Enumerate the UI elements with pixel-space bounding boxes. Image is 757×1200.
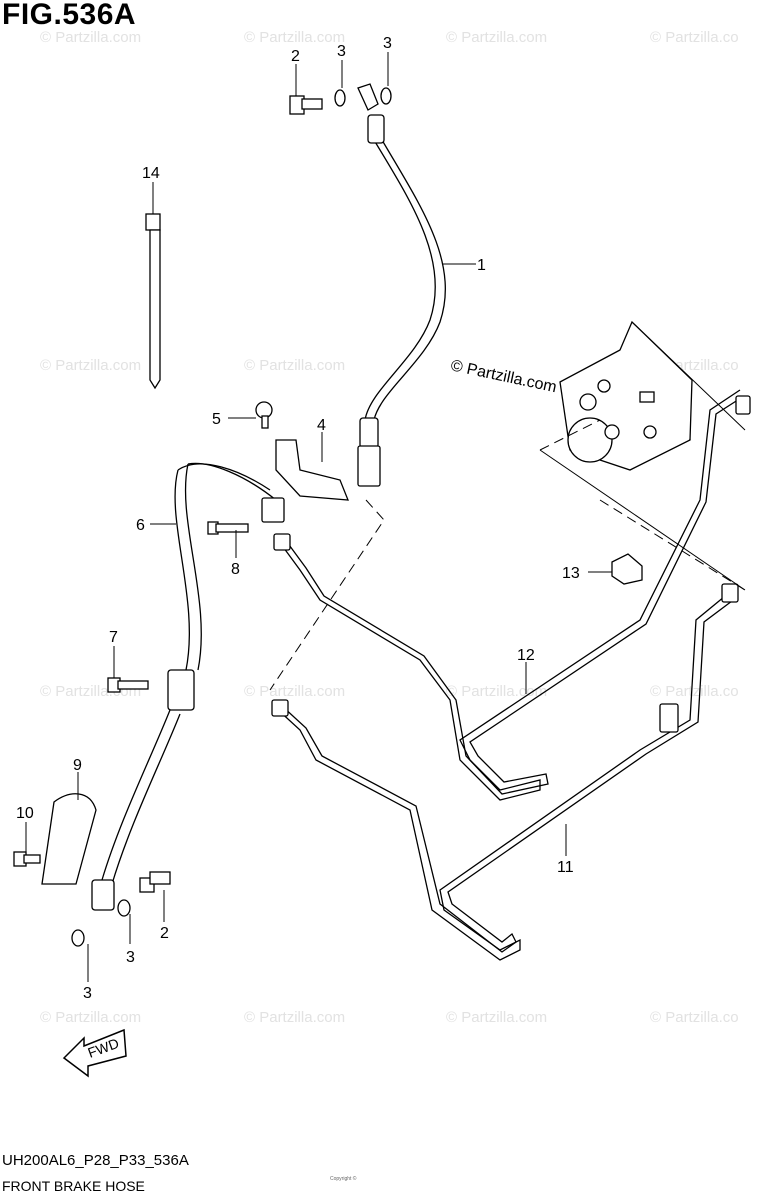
callout-3: 3 (126, 949, 135, 966)
forward-direction-arrow: FWD (62, 1028, 127, 1078)
watermark-text: © Partzilla.com (446, 683, 547, 700)
callout-2: 2 (160, 925, 169, 942)
figure-title: FIG.536A (2, 0, 137, 31)
callout-12: 12 (517, 647, 535, 664)
callout-2: 2 (291, 48, 300, 65)
watermark-text: © Partzilla.co (650, 1009, 739, 1026)
part-11-brake-pipe (271, 583, 739, 961)
callout-13: 13 (562, 565, 580, 582)
diagram-copyright: © Partzilla.com (449, 357, 558, 396)
callout-3: 3 (83, 985, 92, 1002)
part-9-clamp (41, 793, 97, 885)
watermark-text: © Partzilla.com (40, 29, 141, 46)
part-13-clamp (611, 553, 643, 585)
callout-labels: 1 2 2 3 3 3 3 4 5 6 7 8 9 10 11 12 13 14 (16, 35, 580, 1002)
part-12-brake-pipe (273, 389, 751, 801)
callout-1: 1 (477, 257, 486, 274)
part-14-cable-tie (145, 213, 161, 390)
part-3-washer (334, 89, 346, 107)
watermark-text: © Partzilla.co (650, 29, 739, 46)
part-10-bolt (13, 851, 41, 867)
part-2-union-bolt-lower (139, 871, 171, 893)
callout-3: 3 (383, 35, 392, 52)
part-5-screw (255, 401, 273, 429)
callout-4: 4 (317, 417, 326, 434)
watermark-text: © Partzilla.com (446, 1009, 547, 1026)
callout-8: 8 (231, 561, 240, 578)
watermark-text: © Partzilla.com (446, 29, 547, 46)
part-8-bolt (207, 521, 249, 535)
callout-10: 10 (16, 805, 34, 822)
part-1-brake-hose-upper (357, 83, 446, 487)
watermark-text: © Partzilla.com (244, 1009, 345, 1026)
reference-lines (269, 321, 746, 691)
callout-3: 3 (337, 43, 346, 60)
figure-code: UH200AL6_P28_P33_536A (2, 1152, 189, 1169)
callout-11: 11 (557, 859, 574, 876)
abs-hydraulic-unit (559, 320, 693, 471)
part-2-union-bolt-top (289, 95, 323, 115)
leader-lines (25, 52, 612, 982)
figure-name: FRONT BRAKE HOSE (2, 1178, 145, 1194)
watermark-text: © Partzilla.com (40, 357, 141, 374)
watermark-text: © Partzilla.com (244, 29, 345, 46)
part-3-washer (380, 87, 392, 105)
watermark-text: © Partzilla.com (40, 1009, 141, 1026)
part-7-bolt (107, 677, 149, 693)
part-6-brake-hose-middle (167, 462, 285, 711)
watermark-text: © Partzilla.com (244, 357, 345, 374)
callout-6: 6 (136, 517, 145, 534)
watermark-text: © Partzilla.com (244, 683, 345, 700)
part-lower-hose (91, 709, 181, 911)
callout-9: 9 (73, 757, 82, 774)
part-3-washer (117, 899, 131, 917)
watermark-text: © Partzilla.co (650, 683, 739, 700)
part-4-bracket (275, 439, 349, 501)
callout-7: 7 (109, 629, 118, 646)
part-3-washer (71, 929, 85, 947)
callout-14: 14 (142, 165, 160, 182)
callout-5: 5 (212, 411, 221, 428)
small-print: Copyright © (330, 1176, 357, 1182)
